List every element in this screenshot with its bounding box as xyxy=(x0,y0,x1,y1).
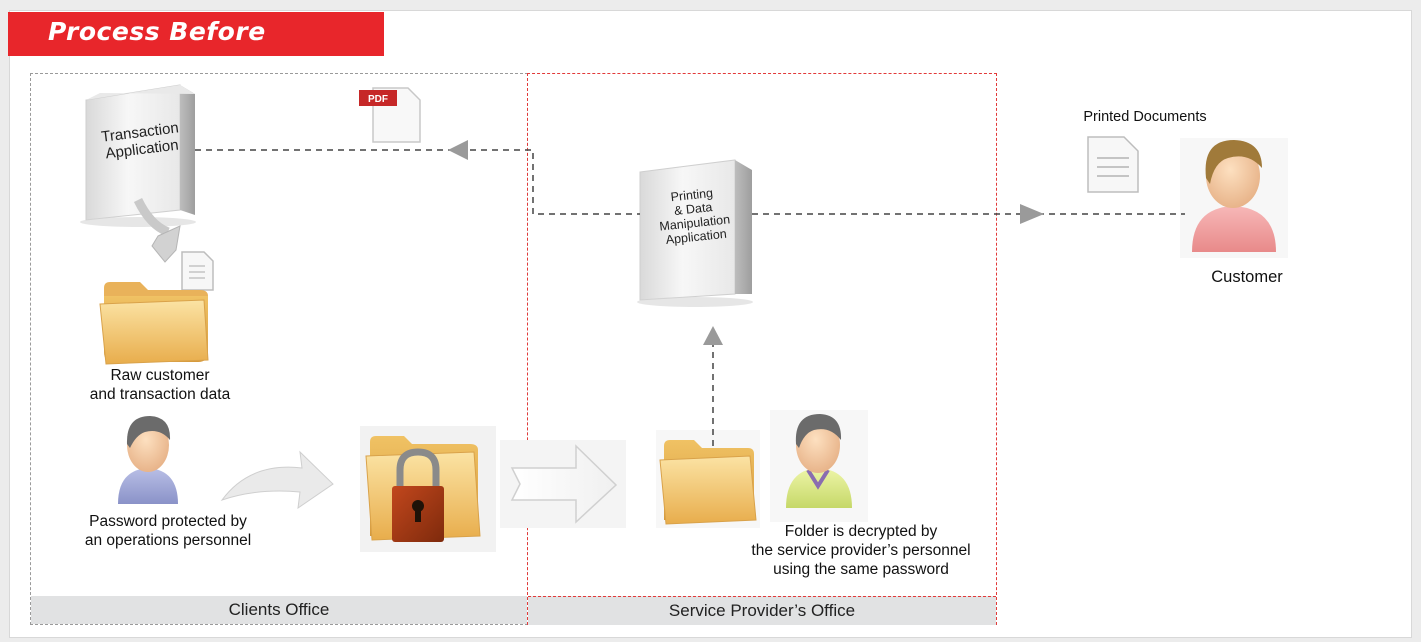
transaction-app-box xyxy=(80,84,196,227)
provider-person-icon xyxy=(770,410,868,522)
password-line1: Password protected by xyxy=(89,513,247,530)
pdf-badge-text: PDF xyxy=(368,94,388,105)
raw-data-line1: Raw customer xyxy=(110,367,210,384)
raw-data-label: Raw customer and transaction data xyxy=(60,366,260,404)
locked-folder-icon xyxy=(360,426,496,552)
printing-app-box xyxy=(637,159,753,307)
arrowhead-right-icon xyxy=(1020,204,1044,224)
clients-office-footer: Clients Office xyxy=(31,596,527,624)
page-title: Process Before xyxy=(48,17,266,46)
arrowhead-left-icon xyxy=(448,140,468,160)
raw-data-line2: and transaction data xyxy=(89,386,231,403)
printed-documents-label: Printed Documents xyxy=(1083,109,1207,125)
customer-icon xyxy=(1180,138,1288,258)
service-provider-footer: Service Provider’s Office xyxy=(528,596,996,625)
printed-document-icon xyxy=(1087,136,1139,193)
transfer-arrow-icon xyxy=(500,440,626,528)
raw-data-folder-icon xyxy=(99,282,209,365)
decrypt-line1: Folder is decrypted by xyxy=(784,523,938,540)
decrypt-label: Folder is decrypted by the service provi… xyxy=(706,522,1016,579)
diagram-panel xyxy=(9,10,1412,638)
curved-right-arrow-icon xyxy=(220,450,334,510)
printing-app-label: Printing & Data Manipulation Application xyxy=(645,183,742,248)
provider-folder-icon xyxy=(656,430,760,528)
connectors xyxy=(195,149,1185,446)
customer-label: Customer xyxy=(1211,268,1283,286)
arrowhead-up-icon xyxy=(703,326,723,345)
decrypt-line2: the service provider’s personnel xyxy=(751,542,971,559)
decrypt-line3: using the same password xyxy=(773,561,949,578)
curved-down-arrow-icon xyxy=(133,197,181,263)
password-label: Password protected by an operations pers… xyxy=(48,512,288,550)
connector-pdf xyxy=(195,149,640,215)
document-icon xyxy=(181,251,214,291)
password-line2: an operations personnel xyxy=(84,532,252,549)
title-banner: Process Before xyxy=(8,12,384,56)
operations-person-icon xyxy=(118,416,178,504)
pdf-document-icon: PDF xyxy=(359,87,421,143)
